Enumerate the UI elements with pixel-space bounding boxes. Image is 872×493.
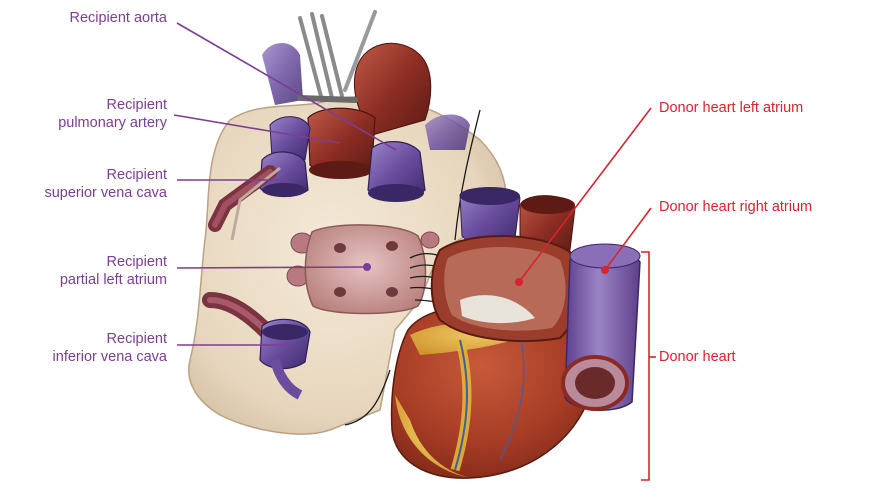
label-line-1: Recipient	[58, 96, 167, 114]
label-donor-heart: Donor heart	[659, 348, 736, 366]
label-line-1: Recipient	[44, 166, 167, 184]
label-recipient-aorta: Recipient aorta	[69, 9, 167, 27]
label-line-1: Recipient	[53, 330, 167, 348]
label-line-2: pulmonary artery	[58, 114, 167, 132]
label-donor-left-atrium: Donor heart left atrium	[659, 99, 803, 117]
label-line-2: partial left atrium	[60, 271, 167, 289]
vessel-purple-top	[262, 43, 303, 105]
label-line-2: superior vena cava	[44, 184, 167, 202]
label-recipient-pulmonary-artery: Recipient pulmonary artery	[58, 96, 167, 132]
label-line-1: Recipient	[60, 253, 167, 271]
label-recipient-partial-left-atrium: Recipient partial left atrium	[60, 253, 167, 289]
label-recipient-superior-vena-cava: Recipient superior vena cava	[44, 166, 167, 202]
label-donor-right-atrium: Donor heart right atrium	[659, 198, 812, 216]
label-recipient-inferior-vena-cava: Recipient inferior vena cava	[53, 330, 167, 366]
label-line-2: inferior vena cava	[53, 348, 167, 366]
